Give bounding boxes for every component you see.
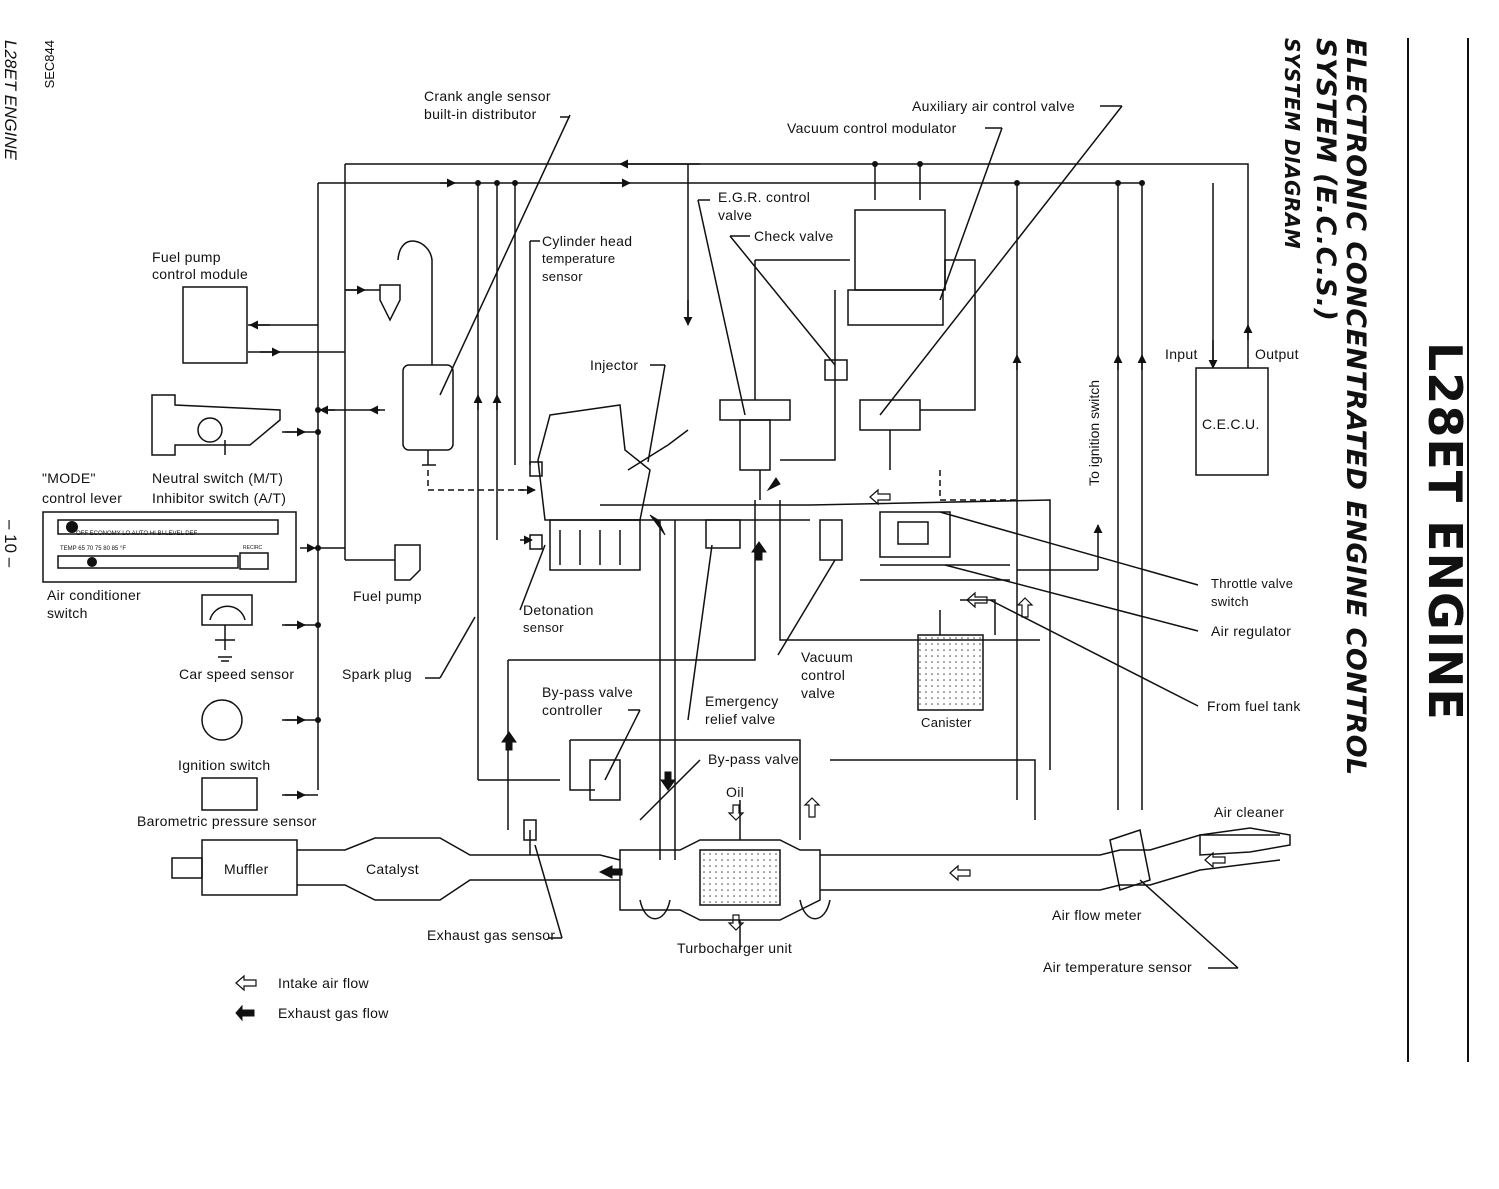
- aux-air-valve-label: Auxiliary air control valve: [912, 98, 1075, 114]
- egr-control-label-2: valve: [718, 207, 753, 223]
- mode-lever-label-2: control lever: [42, 490, 123, 506]
- check-valve-label: Check valve: [754, 228, 834, 244]
- ac-panel-recirc: RECIRC: [243, 545, 263, 551]
- legend-intake: Intake air flow: [278, 975, 369, 991]
- vacuum-valve-label-2: control: [801, 667, 846, 683]
- throttle-switch-label-2: switch: [1211, 594, 1249, 609]
- throttle-switch-label-1: Throttle valve: [1211, 576, 1294, 591]
- turbo-label: Turbocharger unit: [677, 940, 793, 956]
- emergency-relief-label-2: relief valve: [705, 711, 776, 727]
- vacuum-valve-label-3: valve: [801, 685, 836, 701]
- detonation-label-2: sensor: [523, 620, 564, 635]
- page-code: SEC844: [42, 40, 57, 89]
- exhaust-gas-sensor-label: Exhaust gas sensor: [427, 927, 556, 943]
- emergency-relief-label-1: Emergency: [705, 693, 779, 709]
- neutral-switch-label-2: Inhibitor switch (A/T): [152, 490, 287, 506]
- mode-lever-label-1: "MODE": [42, 470, 96, 486]
- engine-ref-side: L28ET ENGINE: [1, 40, 20, 160]
- page-number: – 10 –: [1, 520, 20, 568]
- title-line-2: SYSTEM (E.C.C.S.): [1310, 38, 1341, 322]
- legend-exhaust: Exhaust gas flow: [278, 1005, 389, 1021]
- spark-plug-label: Spark plug: [342, 666, 412, 682]
- ignition-switch-label: Ignition switch: [178, 757, 271, 773]
- air-flow-meter-label: Air flow meter: [1052, 907, 1142, 923]
- to-ignition-label: To ignition switch: [1086, 380, 1102, 486]
- fuel-pump-module-label-1: Fuel pump: [152, 249, 221, 265]
- air-regulator-label: Air regulator: [1211, 623, 1292, 639]
- crank-angle-label-2: built-in distributor: [424, 106, 537, 122]
- cyl-head-temp-label-2: temperature: [542, 251, 616, 266]
- oil-label: Oil: [726, 784, 745, 800]
- detonation-label-1: Detonation: [523, 602, 594, 618]
- cyl-head-temp-label-3: sensor: [542, 269, 583, 284]
- title-line-1: ELECTRONIC CONCENTRATED ENGINE CONTROL: [1340, 38, 1371, 776]
- baro-sensor-label: Barometric pressure sensor: [137, 813, 317, 829]
- bypass-valve-label: By-pass valve: [708, 751, 800, 767]
- catalyst-label: Catalyst: [366, 861, 419, 877]
- crank-angle-label-1: Crank angle sensor: [424, 88, 551, 104]
- bypass-controller-label-2: controller: [542, 702, 603, 718]
- neutral-switch-label-1: Neutral switch (M/T): [152, 470, 284, 486]
- air-cleaner-label: Air cleaner: [1214, 804, 1285, 820]
- input-label: Input: [1165, 346, 1198, 362]
- bypass-controller-label-1: By-pass valve: [542, 684, 634, 700]
- cecu-label: C.E.C.U.: [1202, 416, 1260, 432]
- fuel-pump-label: Fuel pump: [353, 588, 422, 604]
- ac-switch-label-2: switch: [47, 605, 88, 621]
- ac-panel-temps: TEMP 65 70 75 80 85 °F: [60, 546, 126, 552]
- vacuum-modulator-label: Vacuum control modulator: [787, 120, 957, 136]
- page-title: L28ET ENGINE: [1418, 342, 1472, 721]
- from-fuel-tank-label: From fuel tank: [1207, 698, 1301, 714]
- title-subtitle: SYSTEM DIAGRAM: [1280, 38, 1304, 250]
- ac-panel-modes: OFF ECONOMY LO AUTO HI BI-LEVEL DEF: [76, 531, 198, 537]
- injector-label: Injector: [590, 357, 639, 373]
- car-speed-label: Car speed sensor: [179, 666, 295, 682]
- air-temp-sensor-label: Air temperature sensor: [1043, 959, 1192, 975]
- output-label: Output: [1255, 346, 1299, 362]
- muffler-label: Muffler: [224, 861, 269, 877]
- vacuum-valve-label-1: Vacuum: [801, 649, 854, 665]
- cyl-head-temp-label-1: Cylinder head: [542, 233, 633, 249]
- canister-label: Canister: [921, 715, 972, 730]
- fuel-pump-module-label-2: control module: [152, 266, 249, 282]
- egr-control-label-1: E.G.R. control: [718, 189, 811, 205]
- ac-switch-label-1: Air conditioner: [47, 587, 141, 603]
